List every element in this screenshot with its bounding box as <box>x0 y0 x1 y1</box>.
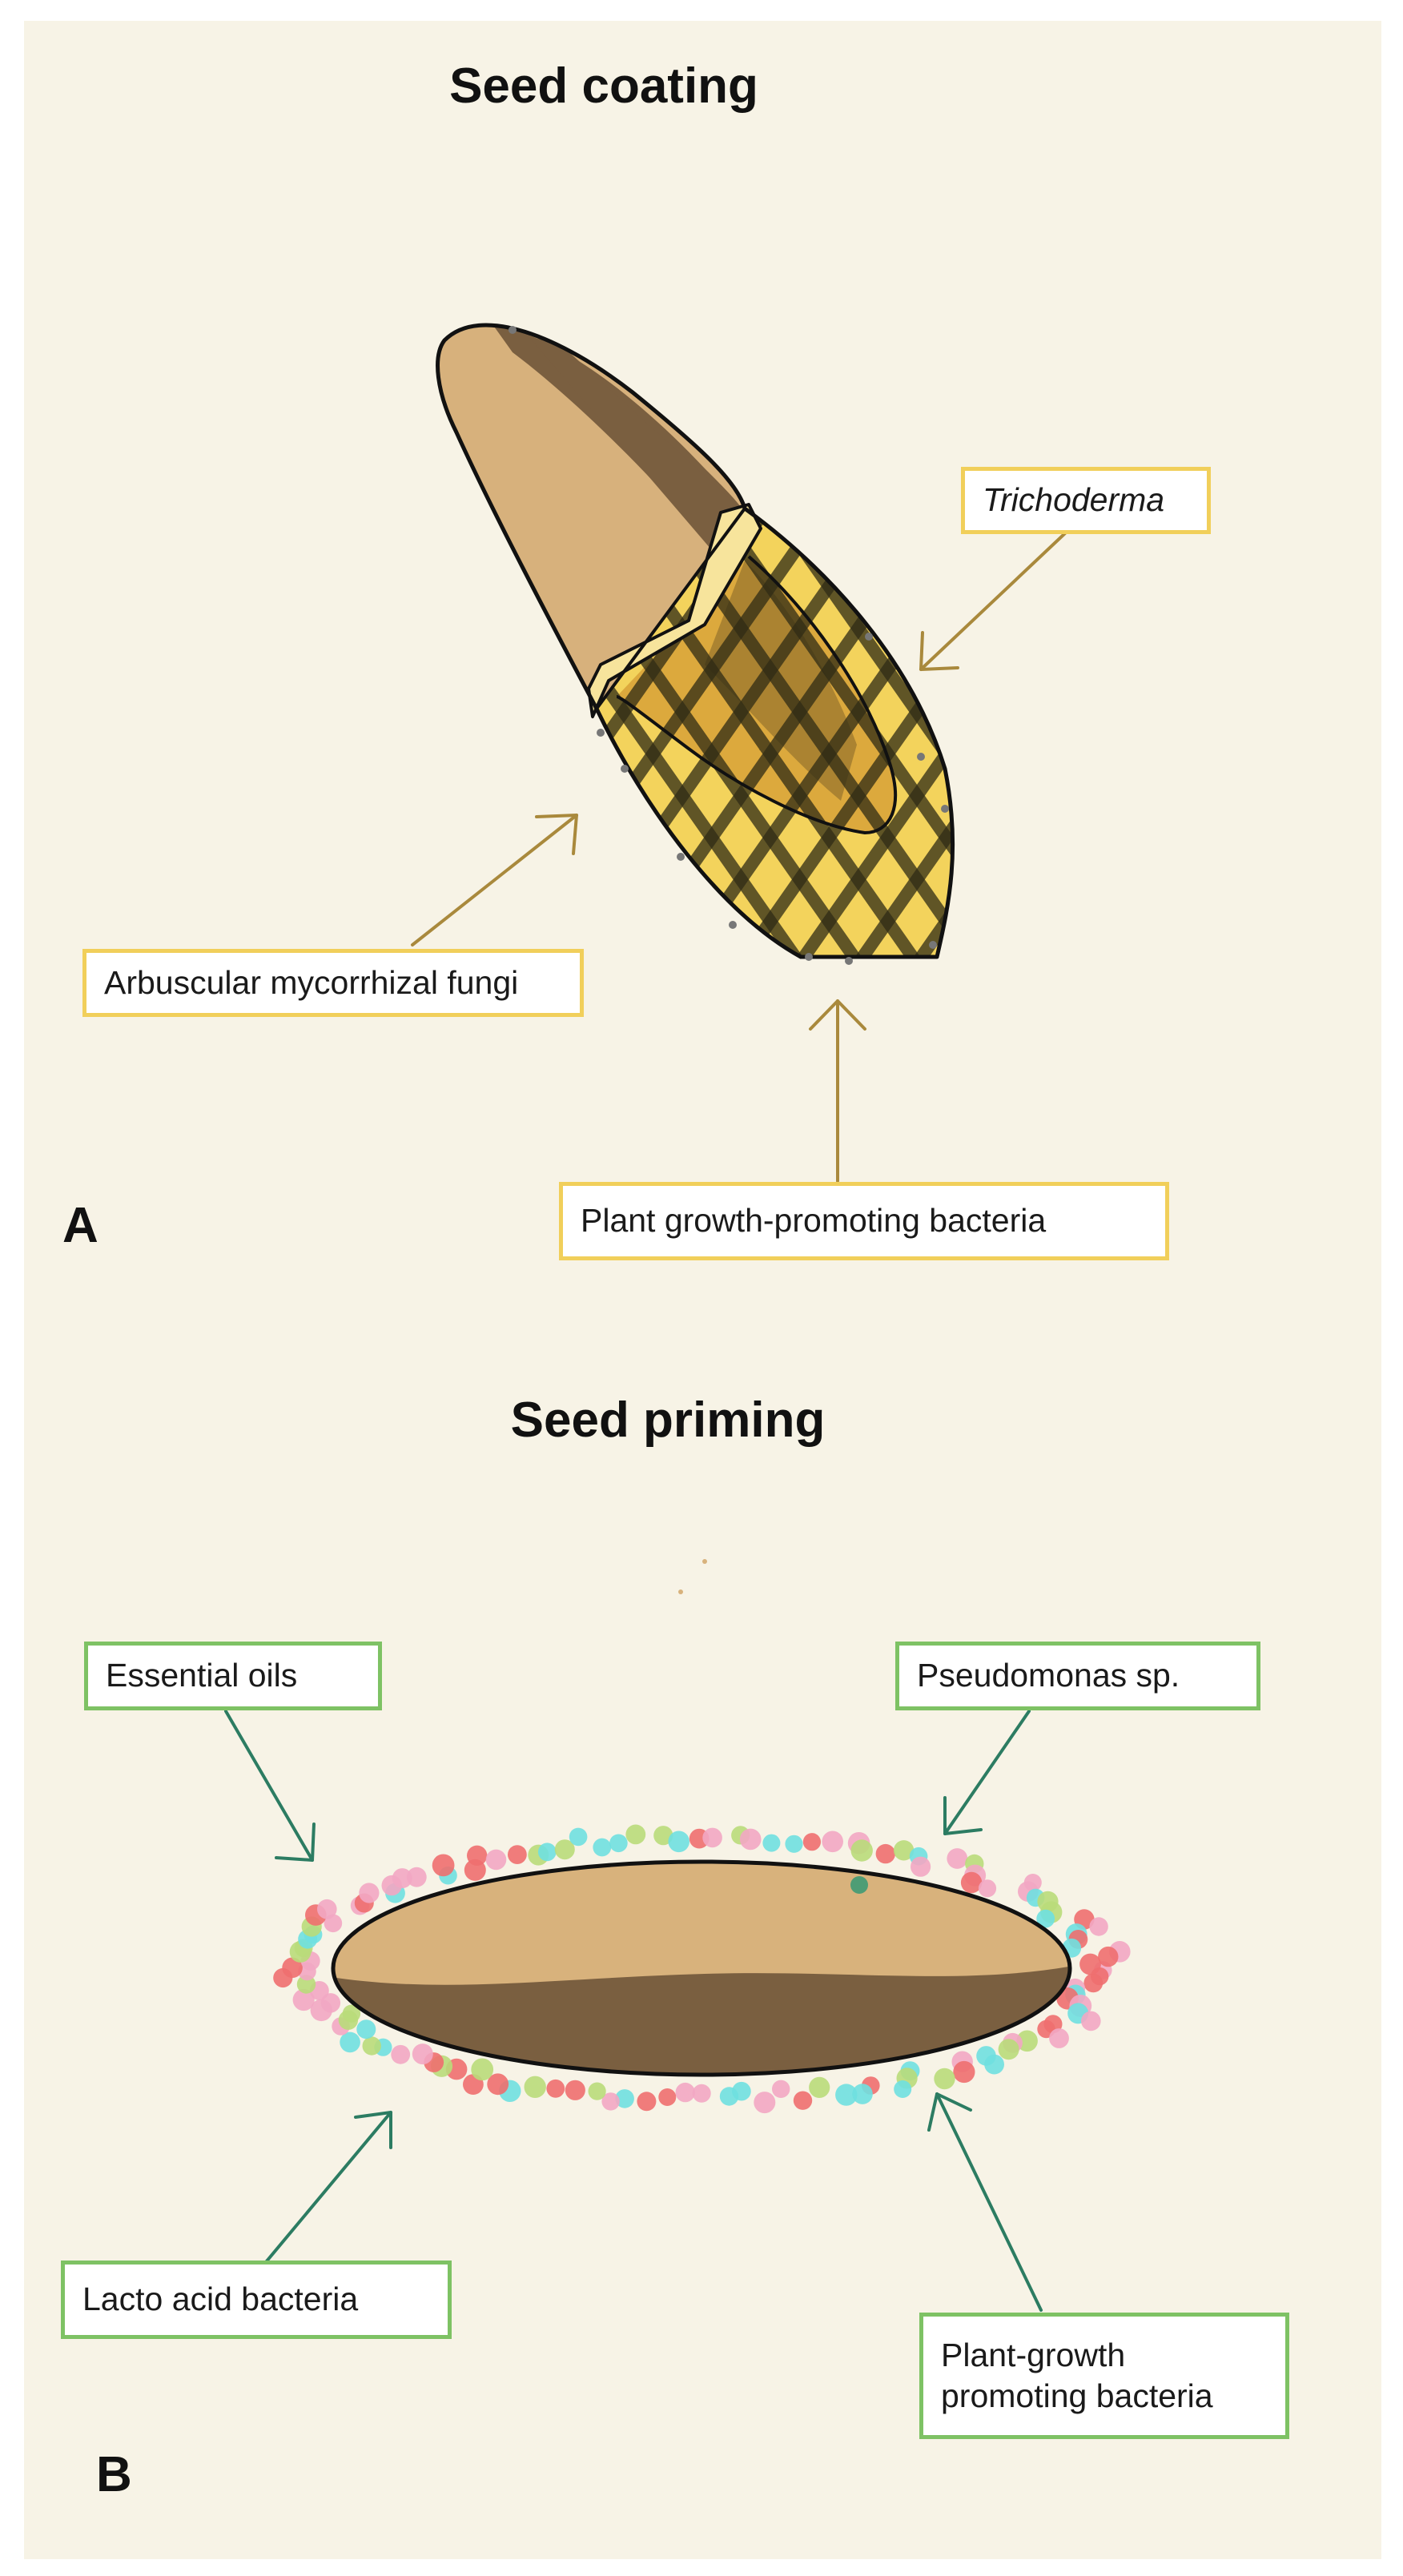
microbe-dot <box>588 2082 606 2100</box>
microbe-dot <box>772 2080 790 2098</box>
microbe-dot <box>785 1835 803 1853</box>
microbe-dot <box>675 2082 695 2103</box>
microbe-dot <box>658 2088 677 2106</box>
microbe-dot <box>668 1831 689 1853</box>
microbe-dot <box>359 1883 380 1903</box>
microbe-dot <box>893 1840 915 1861</box>
microbe-dot <box>702 1827 722 1848</box>
microbe-dot <box>762 1834 781 1852</box>
microbe-dot <box>537 1843 557 1862</box>
microbe-dot <box>569 1827 588 1847</box>
microbe-dot <box>340 2031 360 2053</box>
microbe-dot <box>615 2089 634 2108</box>
microbe-dot <box>593 1838 612 1857</box>
microbe-dot <box>601 2092 620 2111</box>
microbe-dot <box>1049 2028 1069 2048</box>
microbe-dot <box>947 1848 968 1869</box>
microbe-dot <box>609 1834 628 1853</box>
microbe-dot <box>822 1831 843 1853</box>
microbe-dot <box>850 1839 873 1862</box>
microbe-dot <box>485 1849 507 1871</box>
microbe-dot <box>554 1839 575 1860</box>
microbe-dot <box>894 2080 912 2098</box>
microbe-dot <box>565 2080 585 2100</box>
microbe-dot <box>1083 1973 1104 1993</box>
background-panel <box>24 21 1381 2559</box>
microbe-dot <box>317 1899 337 1919</box>
microbe-dot <box>754 2092 776 2114</box>
microbe-dot <box>934 2068 955 2090</box>
microbe-dot <box>637 2092 657 2112</box>
microbe-dot <box>392 1868 412 1889</box>
microbe-dot <box>292 1988 315 2011</box>
panel-b-letter: B <box>96 2447 132 2502</box>
microbe-dot <box>1079 1953 1101 1975</box>
label-arbuscular-mycorrhizal-fungi: Arbuscular mycorrhizal fungi <box>82 949 584 1017</box>
microbe-dot <box>432 1854 455 1877</box>
microbe-dot <box>406 1867 427 1887</box>
microbe-dot <box>412 2044 433 2065</box>
label-plant-growth-promoting-bacteria-b: Plant-growth promoting bacteria <box>919 2313 1289 2439</box>
panel-a-title: Seed coating <box>449 58 758 114</box>
label-essential-oils: Essential oils <box>84 1642 382 1710</box>
panel-a-letter: A <box>62 1198 98 1253</box>
small-specks <box>678 1559 707 1594</box>
microbe-dot <box>467 1845 488 1866</box>
label-trichoderma: Trichoderma <box>961 467 1211 534</box>
microbe-dot <box>653 1826 673 1846</box>
microbe-dot <box>852 2084 873 2104</box>
microbe-dot <box>1081 2011 1101 2031</box>
microbe-dots <box>273 1824 1131 2114</box>
panel-b-title: Seed priming <box>510 1392 826 1448</box>
microbe-dot <box>835 2084 858 2106</box>
microbe-dot <box>342 2004 361 2023</box>
microbe-dot <box>1036 1909 1055 1928</box>
microbe-dot <box>356 2019 376 2040</box>
microbe-dot <box>793 2091 813 2110</box>
seed-b-shadow <box>336 1966 1070 2075</box>
arrows-panel-b <box>224 1710 1043 2312</box>
microbe-dot <box>1089 1917 1108 1936</box>
microbe-dot <box>960 1871 983 1894</box>
label-plant-growth-promoting-bacteria-a: Plant growth-promoting bacteria <box>559 1182 1169 1260</box>
arrows-panel-a <box>411 532 1067 1183</box>
microbe-dot <box>362 2036 381 2056</box>
seed-body <box>437 324 745 709</box>
microbe-dot <box>487 2073 509 2096</box>
microbe-dot <box>1098 1946 1119 1967</box>
microbe-dot <box>508 1845 527 1865</box>
microbe-dot <box>809 2076 830 2098</box>
microbe-dot <box>978 1879 997 1898</box>
microbe-dot <box>719 2087 739 2106</box>
microbe-dot <box>282 1957 303 1979</box>
microbe-dot <box>875 1843 896 1864</box>
microbe-dot <box>692 2084 711 2103</box>
microbe-dot <box>911 1856 931 1877</box>
label-lacto-acid-bacteria: Lacto acid bacteria <box>61 2261 452 2339</box>
label-pseudomonas: Pseudomonas sp. <box>895 1642 1260 1710</box>
microbe-dot <box>802 1833 821 1851</box>
microbe-dot <box>320 1993 341 2013</box>
microbe-dot <box>471 2058 494 2081</box>
microbe-dot <box>984 2054 1004 2075</box>
microbe-dot <box>953 2060 975 2084</box>
microbe-dot <box>524 2076 546 2098</box>
microbe-dot <box>998 2039 1019 2060</box>
microbe-dot <box>739 1828 762 1851</box>
microbe-dot <box>546 2079 565 2098</box>
microbe-dot <box>391 2044 411 2064</box>
primed-seed <box>273 1824 1131 2114</box>
microbe-dot <box>625 1824 646 1845</box>
microbe-dot <box>296 1975 316 1994</box>
